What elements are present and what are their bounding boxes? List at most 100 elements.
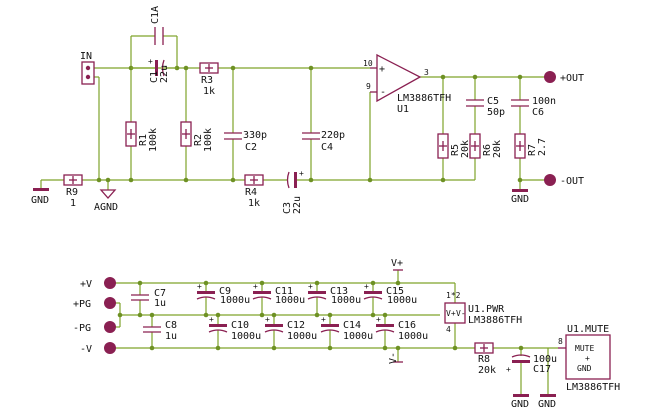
c14-name: C14 bbox=[343, 320, 361, 331]
port-minus-v: -V bbox=[80, 342, 116, 355]
capacitor-c5: C5 50p bbox=[466, 96, 505, 118]
supply-vminus-symbol: V- bbox=[388, 352, 403, 364]
pwr-vminus-label: V- bbox=[456, 309, 466, 318]
resistor-r7: R7 2.7 bbox=[514, 133, 548, 159]
resistor-r6: R6 20k bbox=[469, 133, 503, 159]
capacitor-c8: C8 1u bbox=[143, 320, 177, 342]
r4-name: R4 bbox=[245, 187, 257, 198]
c13-name: C13 bbox=[330, 286, 348, 297]
resistor-r3: R3 1k bbox=[199, 62, 219, 97]
svg-text:+: + bbox=[209, 315, 214, 324]
mute-label-gnd: GND bbox=[577, 364, 592, 373]
vplus-label: V+ bbox=[391, 258, 403, 269]
r7-value: 2.7 bbox=[537, 138, 548, 156]
opamp-plus-sign: + bbox=[379, 64, 385, 75]
opamp-part: LM3886TFH bbox=[397, 93, 451, 104]
r2-value: 100k bbox=[203, 128, 214, 152]
pwr-pin-top: 1*2 bbox=[446, 291, 461, 300]
capacitor-c16: + C16 1000u bbox=[375, 315, 428, 342]
c3-name: C3 bbox=[282, 202, 293, 214]
capacitor-c7: C7 1u bbox=[131, 288, 166, 309]
port-plus-out: +OUT bbox=[544, 71, 584, 84]
c3-value: 22u bbox=[292, 196, 303, 214]
plus-pg-label: +PG bbox=[73, 299, 91, 310]
capacitor-c15: + C15 1000u bbox=[363, 282, 417, 306]
mute-part: LM3886TFH bbox=[566, 382, 620, 393]
r6-value: 20k bbox=[492, 140, 503, 158]
opamp-name: U1 bbox=[397, 104, 409, 115]
capacitor-c2: 330p C2 bbox=[224, 130, 267, 153]
c5-value: 50p bbox=[487, 107, 505, 118]
port-plus-v: +V bbox=[80, 277, 116, 290]
c16-name: C16 bbox=[398, 320, 416, 331]
c9-name: C9 bbox=[219, 286, 231, 297]
svg-text:+: + bbox=[364, 282, 369, 291]
c1-name: C1 bbox=[149, 71, 160, 83]
mute-name: U1.MUTE bbox=[567, 324, 609, 335]
resistor-r2: R2 100k bbox=[180, 121, 214, 152]
port-minus-pg: -PG bbox=[73, 321, 116, 334]
minus-out-label: -OUT bbox=[560, 176, 584, 187]
svg-text:+: + bbox=[321, 315, 326, 324]
capacitor-c9: + C9 1000u bbox=[196, 282, 250, 306]
c5-name: C5 bbox=[487, 96, 499, 107]
svg-text:+: + bbox=[506, 365, 511, 374]
mute-label-mute: MUTE bbox=[575, 344, 594, 353]
input-connector: IN bbox=[80, 51, 95, 85]
input-connector-label: IN bbox=[80, 51, 92, 62]
resistor-r5: R5 20k bbox=[437, 133, 471, 159]
opamp-minus-sign: - bbox=[380, 87, 386, 98]
agnd-label: AGND bbox=[94, 202, 118, 213]
svg-text:+: + bbox=[148, 57, 153, 66]
agnd-symbol: AGND bbox=[94, 189, 118, 213]
c4-value: 220p bbox=[321, 130, 345, 141]
capacitor-c6: 100n C6 bbox=[511, 96, 556, 118]
resistor-r9: R9 1 bbox=[63, 174, 83, 209]
c17-name: C17 bbox=[533, 364, 551, 375]
pwr-name: U1.PWR bbox=[468, 304, 505, 315]
r5-value: 20k bbox=[460, 140, 471, 158]
c8-value: 1u bbox=[165, 331, 177, 342]
r3-value: 1k bbox=[203, 86, 215, 97]
c6-name: C6 bbox=[532, 107, 544, 118]
mute-unit-u1-mute: 8 U1.MUTE MUTE + GND LM3886TFH bbox=[558, 324, 620, 393]
capacitor-c4: 220p C4 bbox=[302, 130, 345, 153]
plus-v-label: +V bbox=[80, 279, 92, 290]
r3-name: R3 bbox=[201, 75, 213, 86]
wires-top bbox=[40, 35, 550, 190]
resistor-r1: R1 100k bbox=[125, 121, 159, 152]
svg-text:+: + bbox=[253, 282, 258, 291]
c7-value: 1u bbox=[154, 298, 166, 309]
r7-name: R7 bbox=[527, 144, 538, 156]
c10-value: 1000u bbox=[231, 331, 261, 342]
r4-value: 1k bbox=[248, 198, 260, 209]
ground-symbol-out: GND bbox=[511, 189, 529, 205]
r5-name: R5 bbox=[450, 144, 461, 156]
gnd-mute-1-label: GND bbox=[511, 399, 529, 410]
capacitor-c12: + C12 1000u bbox=[264, 315, 317, 342]
svg-text:+: + bbox=[197, 282, 202, 291]
minus-pg-label: -PG bbox=[73, 323, 91, 334]
supply-vplus-symbol: V+ bbox=[391, 258, 403, 271]
r2-name: R2 bbox=[193, 134, 204, 146]
resistor-r4: R4 1k bbox=[244, 174, 264, 209]
opamp-pin-noninv: 10 bbox=[363, 59, 373, 68]
capacitor-c13: + C13 1000u bbox=[307, 282, 361, 306]
gnd-out-label: GND bbox=[511, 194, 529, 205]
c10-name: C10 bbox=[231, 320, 249, 331]
mute-pin: 8 bbox=[558, 337, 563, 346]
capacitor-c1: + C1 22u bbox=[131, 57, 177, 83]
gnd-left-label: GND bbox=[31, 195, 49, 206]
resistor-r8: R8 20k bbox=[474, 342, 496, 376]
c15-name: C15 bbox=[386, 286, 404, 297]
opamp-pin-out: 3 bbox=[424, 68, 429, 77]
r8-value: 20k bbox=[478, 365, 496, 376]
c12-value: 1000u bbox=[287, 331, 317, 342]
c1a-label: C1A bbox=[150, 6, 161, 24]
svg-text:+: + bbox=[299, 169, 304, 178]
minus-v-label: -V bbox=[80, 344, 92, 355]
pwr-pin-bottom: 4 bbox=[446, 325, 451, 334]
capacitor-c17: + 100u C17 bbox=[506, 354, 557, 375]
c13-value: 1000u bbox=[331, 295, 361, 306]
